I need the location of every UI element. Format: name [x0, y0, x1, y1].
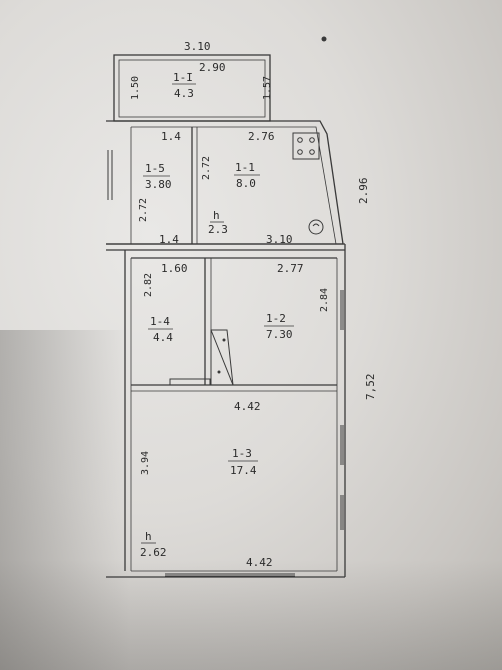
- room-id-1-4: 1-4: [150, 315, 170, 328]
- stair-symbol: [169, 329, 234, 386]
- dim-r15-bottom-width: 1.4: [159, 233, 179, 246]
- dim-height-note: 2.3: [208, 223, 228, 236]
- room-area-1-3: 17.4: [230, 464, 257, 477]
- hand-shadow: [0, 330, 130, 670]
- dim-r15-width: 1.4: [161, 130, 181, 143]
- dim-r13-height: 3.94: [140, 451, 151, 475]
- dim-r13-top-width: 4.42: [234, 400, 261, 413]
- height-mark-lower: h: [145, 530, 152, 543]
- dim-r12-width: 2.77: [277, 262, 304, 275]
- stove-icon: [292, 132, 320, 160]
- room-id-1-1: 1-1: [235, 161, 255, 174]
- room-id-1-2: 1-2: [266, 312, 286, 325]
- room-area-1-I: 4.3: [174, 87, 194, 100]
- boiler-icon: [308, 219, 324, 235]
- height-mark-upper: h: [213, 209, 220, 222]
- dim-r15-height: 2.72: [138, 198, 149, 222]
- dim-r14-width: 1.60: [161, 262, 188, 275]
- dim-r13-bottom-height-note: 2.62: [140, 546, 167, 559]
- dim-porch-outer-width: 3.10: [184, 40, 211, 53]
- dim-total-right: 7,52: [364, 374, 377, 401]
- dim-r12-height: 2.84: [319, 288, 330, 312]
- dim-r11-height: 2.72: [201, 156, 212, 180]
- bottom-shadow: [0, 560, 502, 670]
- room-area-1-5: 3.80: [145, 178, 172, 191]
- room-id-1-5: 1-5: [145, 162, 165, 175]
- room-area-1-2: 7.30: [266, 328, 293, 341]
- dim-r11-width: 2.76: [248, 130, 275, 143]
- dim-corridor-width: 3.10: [266, 233, 293, 246]
- dim-porch-left-height: 1.50: [130, 76, 141, 100]
- dim-porch-right-height: 1.57: [262, 76, 273, 100]
- room-id-1-3: 1-3: [232, 447, 252, 460]
- dim-porch-inner-width: 2.90: [199, 61, 226, 74]
- dim-right-diagonal: 2.96: [357, 178, 370, 205]
- room-area-1-4: 4.4: [153, 331, 173, 344]
- room-area-1-1: 8.0: [236, 177, 256, 190]
- dim-r13-bottom-width: 4.42: [246, 556, 273, 569]
- dim-r14-height: 2.82: [143, 273, 154, 297]
- room-id-1-I: 1-I: [173, 71, 193, 84]
